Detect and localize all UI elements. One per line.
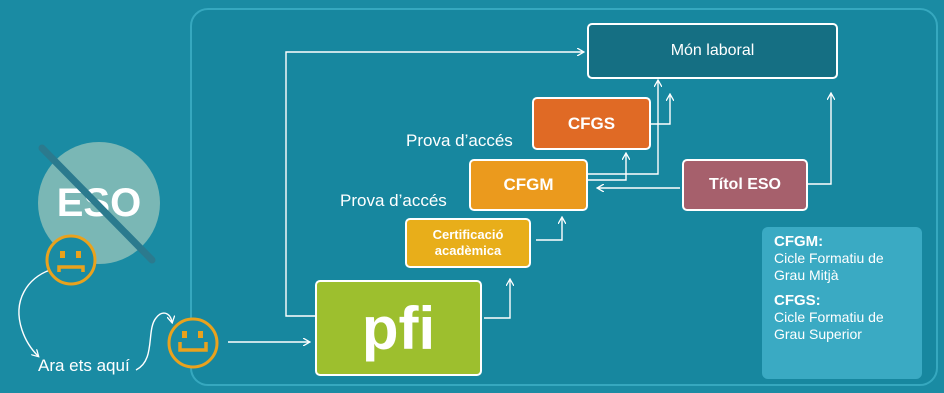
cfgs-label: CFGS [567, 113, 616, 133]
cfgm-box: CFGM [469, 159, 588, 211]
mon-laboral-box: Món laboral [587, 23, 838, 79]
arrow-cfgm-to-cfgs [588, 154, 626, 181]
happy-face-icon [167, 317, 219, 369]
certificacio-label-line1: Certificació [432, 227, 504, 242]
pfi-label: pfi [361, 294, 436, 362]
glossary-cfgs-line2: Grau Superior [774, 326, 862, 342]
glossary-cfgm-line2: Grau Mitjà [774, 267, 839, 283]
pfi-box: pfi [315, 280, 482, 376]
cfgm-label: CFGM [503, 175, 554, 194]
glossary-cfgs-line1: Cicle Formatiu de [774, 309, 884, 325]
glossary-cfgs-term: CFGS: [774, 292, 821, 309]
glossary-cfgm-line1: Cicle Formatiu de [774, 250, 884, 266]
arrow-cfgm-to-mon-laboral [588, 81, 658, 175]
mon-laboral-label: Món laboral [670, 42, 755, 59]
ara-ets-aqui-label: Ara ets aquí [38, 356, 130, 375]
prova-acces-cfgs-label: Prova d’accés [406, 131, 513, 150]
arrow-certificacio-to-cfgm [536, 218, 562, 241]
arrow-pfi-to-mon-laboral [285, 52, 583, 317]
titol-eso-label: Títol ESO [709, 176, 781, 193]
arrow-pfi-to-certificacio [484, 280, 510, 319]
certificacio-box: Certificació acadèmica [405, 218, 531, 268]
sad-face-icon [45, 234, 97, 286]
arrow-cfgs-to-mon-laboral [651, 95, 670, 125]
certificacio-label-line2: acadèmica [434, 243, 502, 258]
glossary-box: CFGM: Cicle Formatiu de Grau Mitjà CFGS:… [762, 227, 922, 379]
arrow-sad-to-label [18, 269, 51, 356]
arrow-label-to-smiley [135, 312, 172, 371]
arrow-titol-to-mon-laboral [808, 94, 831, 185]
titol-eso-box: Títol ESO [682, 159, 808, 211]
glossary-cfgm-term: CFGM: [774, 233, 824, 250]
cfgs-box: CFGS [532, 97, 651, 150]
prova-acces-cfgm-label: Prova d’accés [340, 191, 447, 210]
